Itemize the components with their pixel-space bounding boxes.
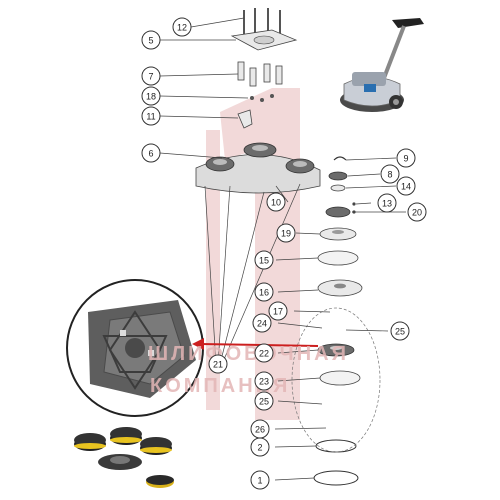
callout-11: 11 xyxy=(141,106,161,126)
clip-part xyxy=(333,156,347,161)
grinding-pads-image xyxy=(74,427,174,488)
callout-19: 19 xyxy=(276,223,296,243)
callout-label: 7 xyxy=(148,72,153,82)
callout-label: 24 xyxy=(257,319,267,329)
rings-part xyxy=(313,439,359,486)
callout-20: 20 xyxy=(407,202,427,222)
callout-label: 25 xyxy=(395,327,405,337)
watermark-text: ШЛИФОВОЧНАЯ КОМПАНИЯ xyxy=(148,343,349,397)
callout-circle xyxy=(254,391,274,411)
callout-17: 17 xyxy=(268,301,288,321)
callout-circle xyxy=(254,282,274,302)
callout-label: 11 xyxy=(146,112,155,122)
callout-25b: 25 xyxy=(254,391,274,411)
plate-23-part xyxy=(319,370,361,386)
callout-circle xyxy=(141,106,161,126)
callout-circle xyxy=(172,17,192,37)
callout-circle xyxy=(276,223,296,243)
callout-label: 5 xyxy=(148,36,153,46)
callout-25a: 25 xyxy=(390,321,410,341)
callout-7: 7 xyxy=(141,66,161,86)
callout-circle xyxy=(141,30,161,50)
callout-18: 18 xyxy=(141,86,161,106)
callout-21: 21 xyxy=(208,354,228,374)
callout-circle xyxy=(390,321,410,341)
rubber-disc-15-part xyxy=(317,250,359,266)
callout-12: 12 xyxy=(172,17,192,37)
callout-9: 9 xyxy=(396,148,416,168)
callout-circle xyxy=(266,192,286,212)
callout-label: 8 xyxy=(387,170,392,180)
bracket-part xyxy=(237,109,253,129)
callout-circle xyxy=(396,148,416,168)
drive-plate-detail-image xyxy=(66,279,204,417)
svg-text:ШЛИФОВОЧНАЯ: ШЛИФОВОЧНАЯ xyxy=(148,343,349,365)
callout-circle xyxy=(254,343,274,363)
callout-circle xyxy=(396,176,416,196)
planetary-head-part xyxy=(195,142,321,194)
callout-circle xyxy=(268,301,288,321)
callout-10: 10 xyxy=(266,192,286,212)
callout-24: 24 xyxy=(252,313,272,333)
callout-16: 16 xyxy=(254,282,274,302)
bearing-part xyxy=(328,171,348,192)
small-nuts-part xyxy=(250,94,274,102)
callout-circle xyxy=(141,143,161,163)
callout-2: 2 xyxy=(250,437,270,457)
callout-8: 8 xyxy=(380,164,400,184)
callout-circle xyxy=(254,371,274,391)
callout-14: 14 xyxy=(396,176,416,196)
leader-lines xyxy=(159,17,406,481)
drive-disc-19-part xyxy=(319,227,357,241)
callout-23: 23 xyxy=(254,371,274,391)
callout-13: 13 xyxy=(377,193,397,213)
callout-label: 2 xyxy=(257,443,262,453)
assembly-outline xyxy=(291,307,381,453)
callout-label: 9 xyxy=(403,154,408,164)
callout-label: 20 xyxy=(412,208,422,218)
hub-part xyxy=(325,202,356,218)
callout-label: 16 xyxy=(259,288,269,298)
floor-grinder-image xyxy=(340,18,424,112)
callout-26: 26 xyxy=(250,419,270,439)
callout-5: 5 xyxy=(141,30,161,50)
callout-label: 25 xyxy=(259,397,269,407)
callout-label: 21 xyxy=(213,360,223,370)
callout-circle xyxy=(141,66,161,86)
callout-label: 18 xyxy=(146,92,156,102)
callout-1: 1 xyxy=(250,470,270,490)
callout-22: 22 xyxy=(254,343,274,363)
callout-circle xyxy=(377,193,397,213)
callout-label: 14 xyxy=(401,182,411,192)
callout-circle xyxy=(208,354,228,374)
spacers-part xyxy=(237,61,283,87)
callout-label: 19 xyxy=(281,229,291,239)
callout-circle xyxy=(141,86,161,106)
callout-label: 6 xyxy=(148,149,153,159)
callout-label: 1 xyxy=(257,476,262,486)
callout-circle xyxy=(380,164,400,184)
callout-15: 15 xyxy=(254,250,274,270)
callout-circle xyxy=(407,202,427,222)
callout-circle xyxy=(252,313,272,333)
mount-plate-part xyxy=(230,29,298,51)
callout-label: 26 xyxy=(255,425,265,435)
callout-label: 10 xyxy=(271,198,281,208)
callout-label: 23 xyxy=(259,377,269,387)
callout-label: 13 xyxy=(382,199,392,209)
callout-label: 22 xyxy=(259,349,269,359)
callout-6: 6 xyxy=(141,143,161,163)
callout-label: 12 xyxy=(177,23,187,33)
callout-circle xyxy=(254,250,274,270)
callout-label: 17 xyxy=(273,307,283,317)
callout-circle xyxy=(250,470,270,490)
callout-circle xyxy=(250,437,270,457)
pad-holder-16-part xyxy=(317,279,363,297)
svg-text:КОМПАНИЯ: КОМПАНИЯ xyxy=(150,375,290,397)
callout-label: 15 xyxy=(259,256,269,266)
